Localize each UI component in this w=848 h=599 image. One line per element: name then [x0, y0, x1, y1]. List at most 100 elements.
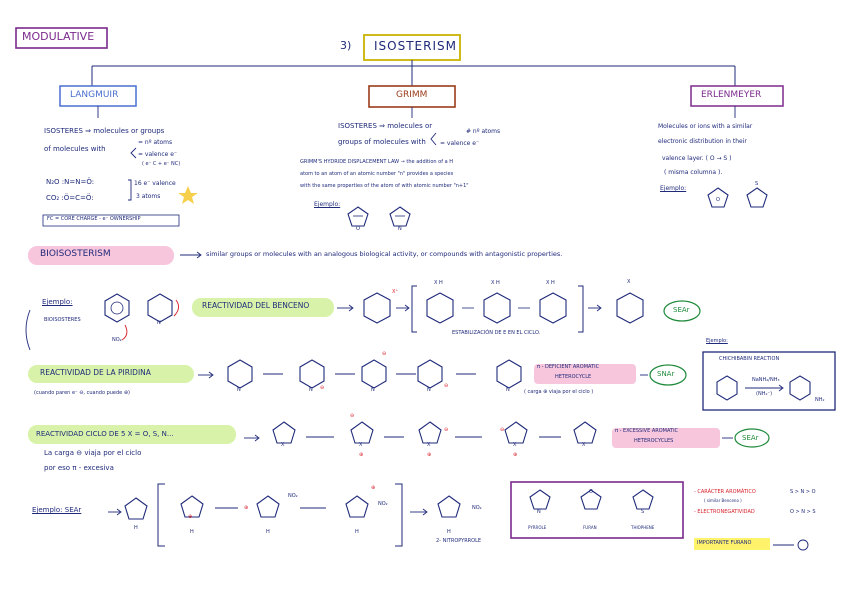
important-highlight	[694, 538, 770, 550]
benzene-reactivity-label: REACTIVIDAD DEL BENCENO	[202, 301, 310, 310]
grimm-brace-bot: = valence e⁻	[440, 140, 480, 147]
ring-x-2: X	[359, 442, 363, 448]
ring-het-pyrrole: N	[537, 509, 541, 515]
bioisosterism-label: BIOISOSTERISM	[40, 249, 111, 259]
bioisosterism-highlight	[28, 246, 174, 265]
erlenmeyer-line3: valence layer. ( O → S )	[662, 155, 732, 162]
section-number: 3)	[340, 39, 352, 52]
electroneg-order: O > N > S	[790, 509, 816, 515]
product-x-label: X	[627, 279, 631, 285]
grimm-brace-top: # nº atoms	[466, 128, 501, 135]
grimm-pyrrole-n: N	[398, 226, 402, 232]
pyridine-desc-1: π - DEFICIENT AROMATIC	[537, 364, 600, 370]
five-ring-note-2: por eso π - excesiva	[44, 464, 114, 472]
minus-charge-3: ⊖	[444, 383, 449, 389]
grimm-example-label: Ejemplo:	[314, 201, 341, 208]
minus-charge-5: ⊖	[444, 427, 449, 433]
chichibabin-reagents: NaNH₂/NH₃	[752, 377, 780, 383]
pyr-n-4: N	[427, 387, 431, 393]
aromatic-char-label: - CARÁCTER AROMÁTICO	[694, 489, 756, 495]
langmuir-brace-top: = nº atoms	[138, 139, 173, 146]
minus-charge-2: ⊖	[382, 351, 387, 357]
erlenmeyer-example-label: Ejemplo:	[660, 185, 687, 192]
five-ring-desc-2: HETEROCYCLES	[634, 438, 674, 444]
ring-x-3: X	[427, 442, 431, 448]
ring-x-5: X	[582, 442, 586, 448]
pyr-n-5: N	[506, 387, 510, 393]
erlenmeyer-line1: Molecules or ions with a similar	[658, 123, 753, 130]
plus-charge-4: ⊕	[188, 514, 193, 520]
pyrrole-example-label: Ejemplo: SEAr	[32, 506, 82, 514]
n2o-formula: N₂O :N=N=Ö:	[46, 178, 95, 186]
erlenmeyer-line4: ( misma columna ).	[664, 169, 723, 176]
chichibabin-sub: (NH₂⁻)	[756, 391, 773, 397]
pyrrole-no2-2: NO₂	[378, 501, 388, 507]
pyridine-reactivity-label: REACTIVIDAD DE LA PIRIDINA	[40, 368, 151, 377]
grimm-furan-o: O	[356, 226, 360, 232]
pyrrole-h-2: H	[190, 529, 194, 535]
five-ring-desc-highlight	[612, 428, 720, 448]
pyridine-example-label: Ejemplo:	[706, 338, 728, 344]
five-ring-note-1: La carga ⊖ viaja por el ciclo	[44, 449, 142, 457]
pyridine-desc-highlight	[534, 364, 636, 384]
pyr-n-3: N	[371, 387, 375, 393]
ring-name-furan: FURAN	[583, 525, 597, 530]
aromatic-char-sub: ( similar Benceno )	[704, 498, 742, 503]
ring-x-4: X	[513, 442, 517, 448]
bracket-bot: 3 atoms	[136, 193, 161, 200]
pyrrole-h-1: H	[134, 525, 138, 531]
five-ring-reactivity-label: REACTIVIDAD CICLO DE 5 X = O, S, N...	[36, 430, 174, 438]
langmuir-title: LANGMUIR	[70, 90, 119, 100]
pyr-n-1: N	[237, 387, 241, 393]
five-ring-sear-result: SEAr	[742, 434, 759, 442]
langmuir-line2: of molecules with	[44, 145, 106, 153]
ring-name-pyrrole: PYRROLE	[528, 525, 547, 530]
no2-label: NO₂	[112, 337, 122, 343]
xh-label-3: X H	[546, 280, 555, 286]
pyrrole-no2-1: NO₂	[288, 493, 298, 499]
minus-charge-1: ⊖	[320, 385, 325, 391]
xh-label-2: X H	[491, 280, 500, 286]
minus-charge-4: ⊖	[350, 413, 355, 419]
pyrrole-h-4: H	[355, 529, 359, 535]
langmuir-line1: ISOSTERES ⇒ molecules or groups	[44, 127, 165, 135]
pyrrole-h-5: H	[447, 529, 451, 535]
pyridine-n-ex: N	[157, 320, 161, 326]
erlenmeyer-title: ERLENMEYER	[701, 90, 762, 100]
bioisosterism-text: similar groups or molecules with an anal…	[206, 250, 563, 258]
langmuir-brace-mid: = valence e⁻	[138, 151, 178, 158]
stabilization-note: ESTABILIZACIÓN DE E EN EL CICLO.	[452, 330, 541, 336]
pyridine-desc-2: HETEROCYCLE	[555, 374, 592, 380]
erlenmeyer-s: S	[755, 181, 759, 187]
five-ring-highlight	[28, 425, 236, 444]
benzene-reactivity-highlight	[192, 298, 334, 317]
electroneg-label: - ELECTRONEGATIVIDAD	[694, 509, 755, 515]
grimm-title: GRIMM	[396, 90, 428, 100]
ring-het-furan: O	[589, 489, 593, 495]
pyridine-reactivity-highlight	[28, 365, 194, 383]
grimm-line1: ISOSTERES ⇒ molecules or	[338, 122, 433, 130]
chichibabin-title: CHICHIBABIN REACTION	[719, 356, 780, 362]
erlenmeyer-o: O	[716, 197, 720, 203]
benzene-example-label: Ejemplo:	[42, 298, 73, 306]
pyrrole-h-3: H	[266, 529, 270, 535]
plus-charge-5: ⊕	[244, 505, 249, 511]
plus-charge-6: ⊕	[371, 485, 376, 491]
aromatic-order: S > N > O	[790, 489, 816, 495]
benzene-sear-result: SEAr	[673, 306, 690, 314]
chichibabin-product: NH₂	[815, 397, 825, 403]
bioisosteres-label: BIOISOSTERES	[44, 317, 81, 323]
module-box	[15, 27, 108, 49]
pyridine-desc-3: ( carga ⊕ viaja por el ciclo )	[524, 389, 594, 395]
ring-het-thiophene: S	[641, 509, 645, 515]
x-plus-label: X⁺	[392, 289, 399, 295]
co2-formula: CO₂ :Ö=C=Ö:	[46, 194, 94, 202]
important-furan: IMPORTANTE FURANO	[697, 540, 752, 546]
module-label: MODULATIVE	[22, 30, 95, 43]
pyr-n-2: N	[309, 387, 313, 393]
grimm-law-2: atom to an atom of an atomic number "n" …	[300, 171, 454, 177]
section-title: ISOSTERISM	[374, 39, 457, 53]
nitropyrrole-name: 2- NITROPYRROLE	[436, 538, 482, 544]
